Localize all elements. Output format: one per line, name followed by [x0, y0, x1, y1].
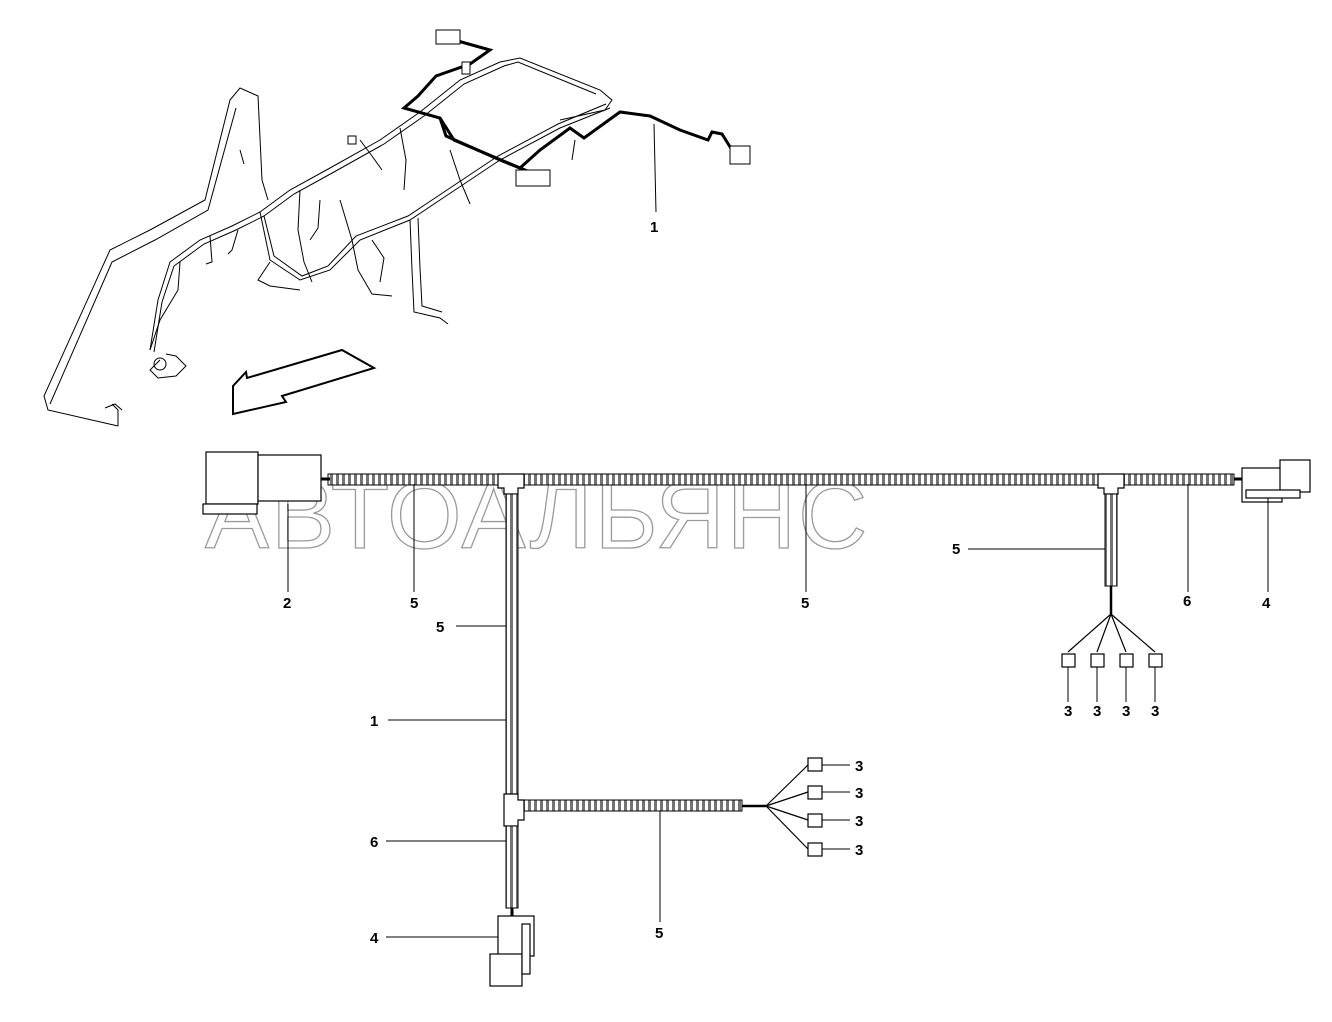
junction-tee-3	[503, 793, 525, 827]
vertical-conduit	[505, 493, 519, 795]
callout-4-a: 4	[1262, 595, 1271, 612]
right-fanout-wires	[1067, 586, 1156, 653]
callout-6-a: 6	[1183, 593, 1191, 610]
callout-3-r4: 3	[1151, 703, 1159, 720]
callout-3-r2: 3	[1093, 703, 1101, 720]
callout-1-top: 1	[650, 219, 658, 236]
bottom-branch-conduit	[523, 799, 743, 812]
lower-conduit-6	[505, 825, 519, 909]
callout-3-b4: 3	[855, 842, 863, 859]
leader-lines	[287, 484, 1269, 938]
junction-tee-2	[1097, 473, 1125, 495]
callout-2: 2	[283, 595, 291, 612]
connector-4-bottom	[489, 908, 535, 987]
callout-6-b: 6	[370, 834, 378, 851]
highlighted-harness-1	[400, 34, 734, 187]
view-direction-arrow	[232, 348, 377, 416]
callout-3-b3: 3	[855, 813, 863, 830]
vehicle-harness-overview	[43, 57, 613, 427]
callout-5-c: 5	[952, 541, 960, 558]
callout-3-r1: 3	[1064, 703, 1072, 720]
callout-5-a: 5	[410, 595, 418, 612]
callout-3-b2: 3	[855, 785, 863, 802]
connector-2	[202, 451, 330, 515]
callout-1-mid: 1	[370, 713, 378, 730]
connector-4-right	[1234, 459, 1311, 503]
callout-4-b: 4	[370, 930, 379, 947]
bottom-terminals-3	[807, 757, 823, 857]
right-terminals-3	[1061, 653, 1163, 668]
leader-line-1-top	[653, 123, 657, 213]
callout-5-d: 5	[436, 619, 444, 636]
right-drop-conduit	[1104, 493, 1118, 587]
harness-connectors-top	[435, 29, 751, 187]
bottom-fanout-wires	[742, 764, 809, 850]
callout-3-r3: 3	[1122, 703, 1130, 720]
callout-3-b1: 3	[855, 758, 863, 775]
callout-5-b: 5	[801, 595, 809, 612]
callout-5-e: 5	[655, 925, 663, 942]
